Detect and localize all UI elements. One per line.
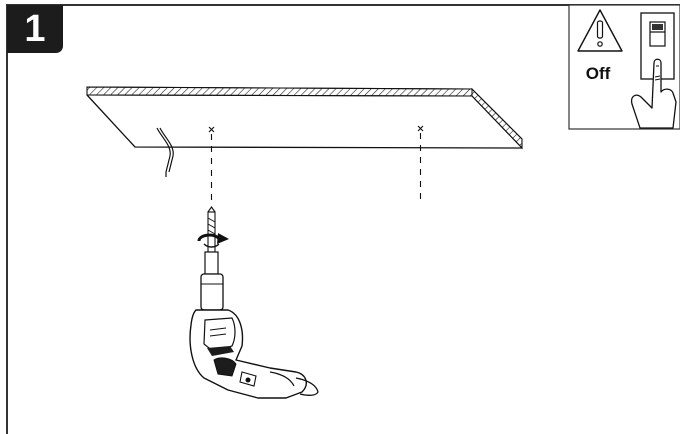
rotation-arrow-icon	[197, 233, 229, 248]
drill-mark-right	[417, 125, 424, 203]
power-off-label: Off	[585, 64, 611, 83]
hand-pressing-icon	[630, 58, 677, 129]
ceiling-board	[86, 86, 523, 150]
power-cable	[156, 127, 174, 177]
drill-bit	[207, 206, 216, 253]
instruction-panel	[6, 4, 680, 434]
step-number-badge: 1	[7, 5, 63, 53]
warning-triangle-icon	[577, 9, 623, 52]
power-off-warning-box	[568, 4, 680, 130]
power-drill	[189, 206, 319, 399]
drill-mark-left	[208, 126, 215, 206]
